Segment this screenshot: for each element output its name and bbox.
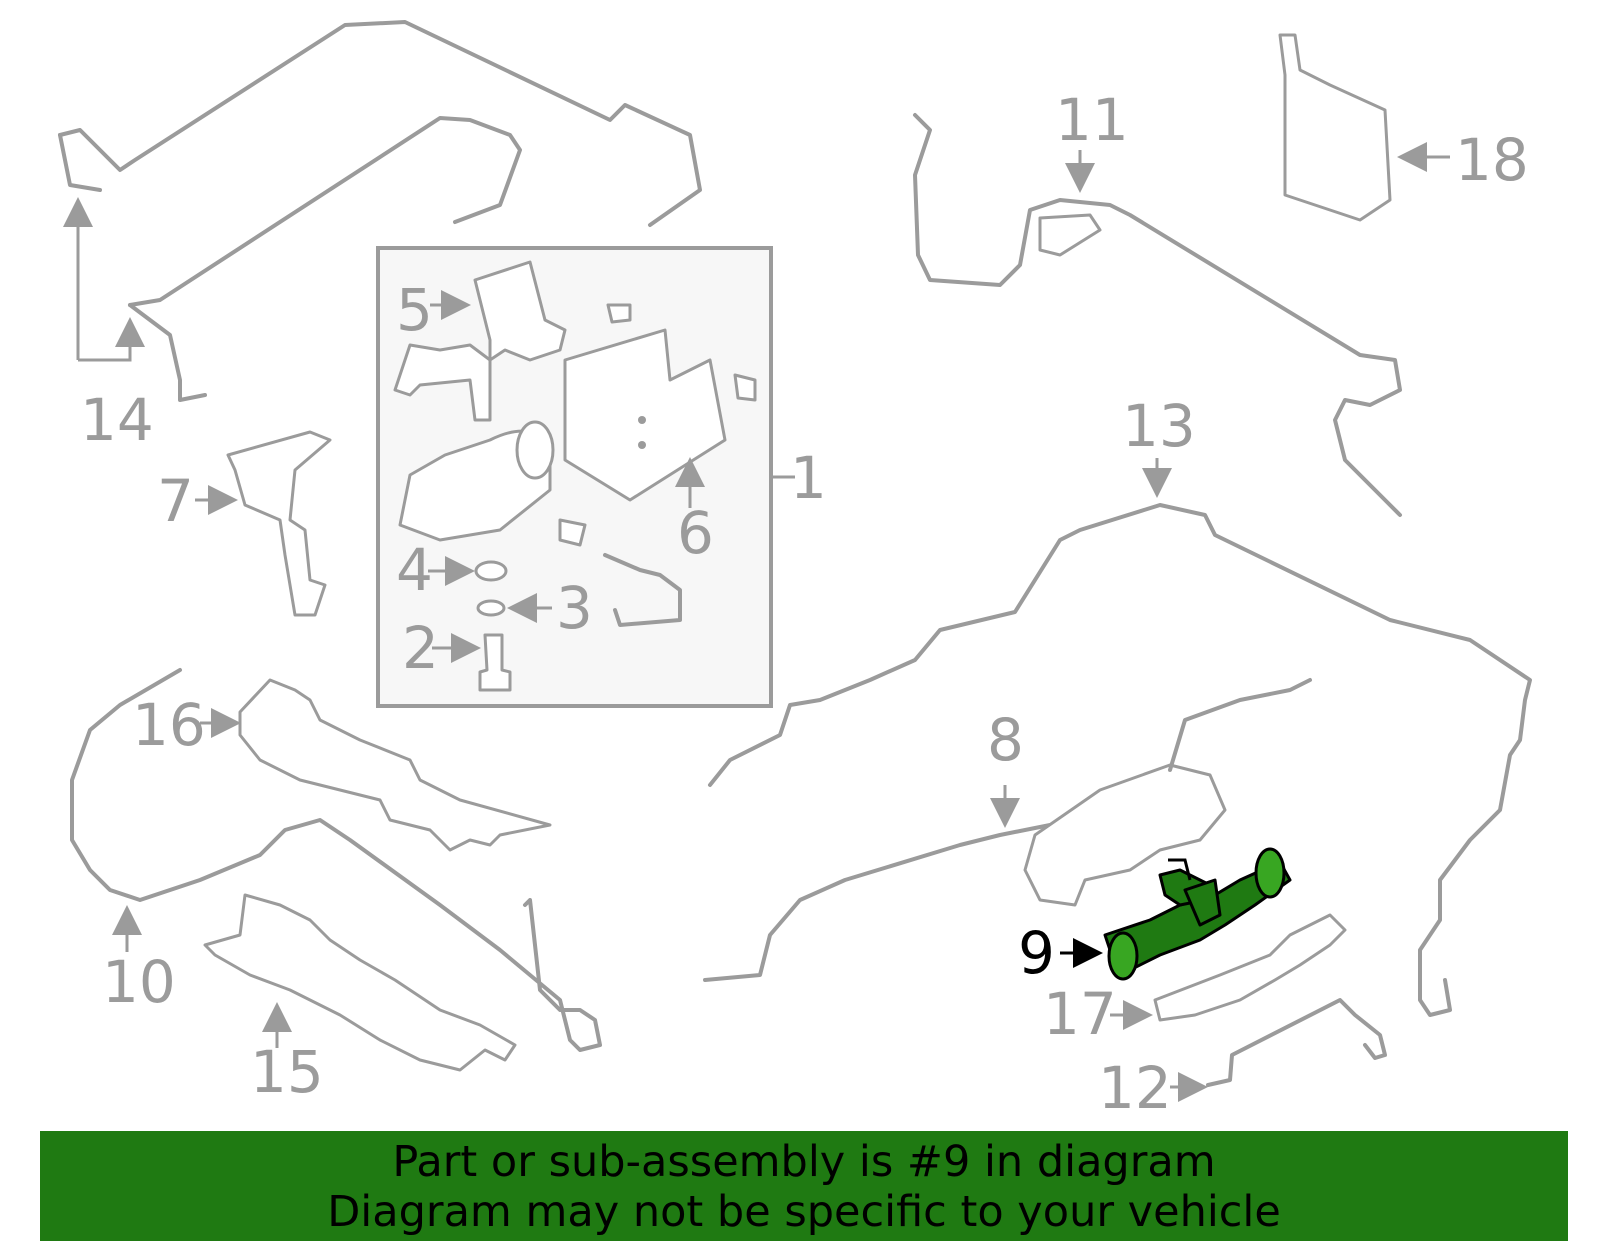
part-4-grommet	[474, 560, 508, 582]
callout-13: 13	[1122, 392, 1196, 460]
part-15-shield[interactable]	[203, 893, 517, 1072]
callout-12: 12	[1098, 1054, 1172, 1122]
callout-15: 15	[250, 1038, 324, 1106]
part-1-inset-box[interactable]	[376, 246, 795, 708]
callout-5: 5	[396, 276, 433, 344]
part-5-bracket	[393, 260, 567, 422]
part-3-washer	[476, 599, 506, 617]
callout-2: 2	[402, 614, 439, 682]
callout-7: 7	[157, 467, 194, 535]
callout-3: 3	[556, 574, 593, 642]
callout-18: 18	[1455, 126, 1529, 194]
callout-8: 8	[987, 706, 1024, 774]
info-banner: Part or sub-assembly is #9 in diagram Di…	[40, 1131, 1568, 1241]
callout-14: 14	[80, 386, 154, 454]
part-9-end-cap-left	[1107, 931, 1139, 981]
part-2-bolt	[478, 633, 512, 692]
part-14-pipes[interactable]	[58, 20, 702, 402]
callout-10: 10	[102, 948, 176, 1016]
part-11-hose[interactable]	[913, 113, 1402, 517]
callout-1: 1	[790, 444, 827, 512]
banner-line-1: Part or sub-assembly is #9 in diagram	[392, 1137, 1216, 1187]
part-9-highlighted[interactable]	[1060, 847, 1292, 981]
callout-11: 11	[1055, 86, 1129, 154]
part-16-bracket[interactable]	[200, 678, 552, 852]
part-8-tank[interactable]	[703, 678, 1312, 982]
callout-9: 9	[1018, 919, 1055, 987]
part-17-trim[interactable]	[1110, 913, 1347, 1030]
part-13-line[interactable]	[708, 458, 1532, 1017]
part-7-bracket[interactable]	[195, 430, 332, 617]
part-18-module[interactable]	[1278, 33, 1450, 222]
callout-6: 6	[677, 499, 714, 567]
part-12-pipe[interactable]	[1170, 998, 1387, 1102]
callout-17: 17	[1043, 980, 1117, 1048]
banner-line-2: Diagram may not be specific to your vehi…	[327, 1187, 1281, 1237]
part-10-hose[interactable]	[70, 668, 602, 1052]
callout-4: 4	[396, 536, 433, 604]
callout-16: 16	[132, 691, 206, 759]
part-9-end-cap-right	[1254, 847, 1286, 899]
